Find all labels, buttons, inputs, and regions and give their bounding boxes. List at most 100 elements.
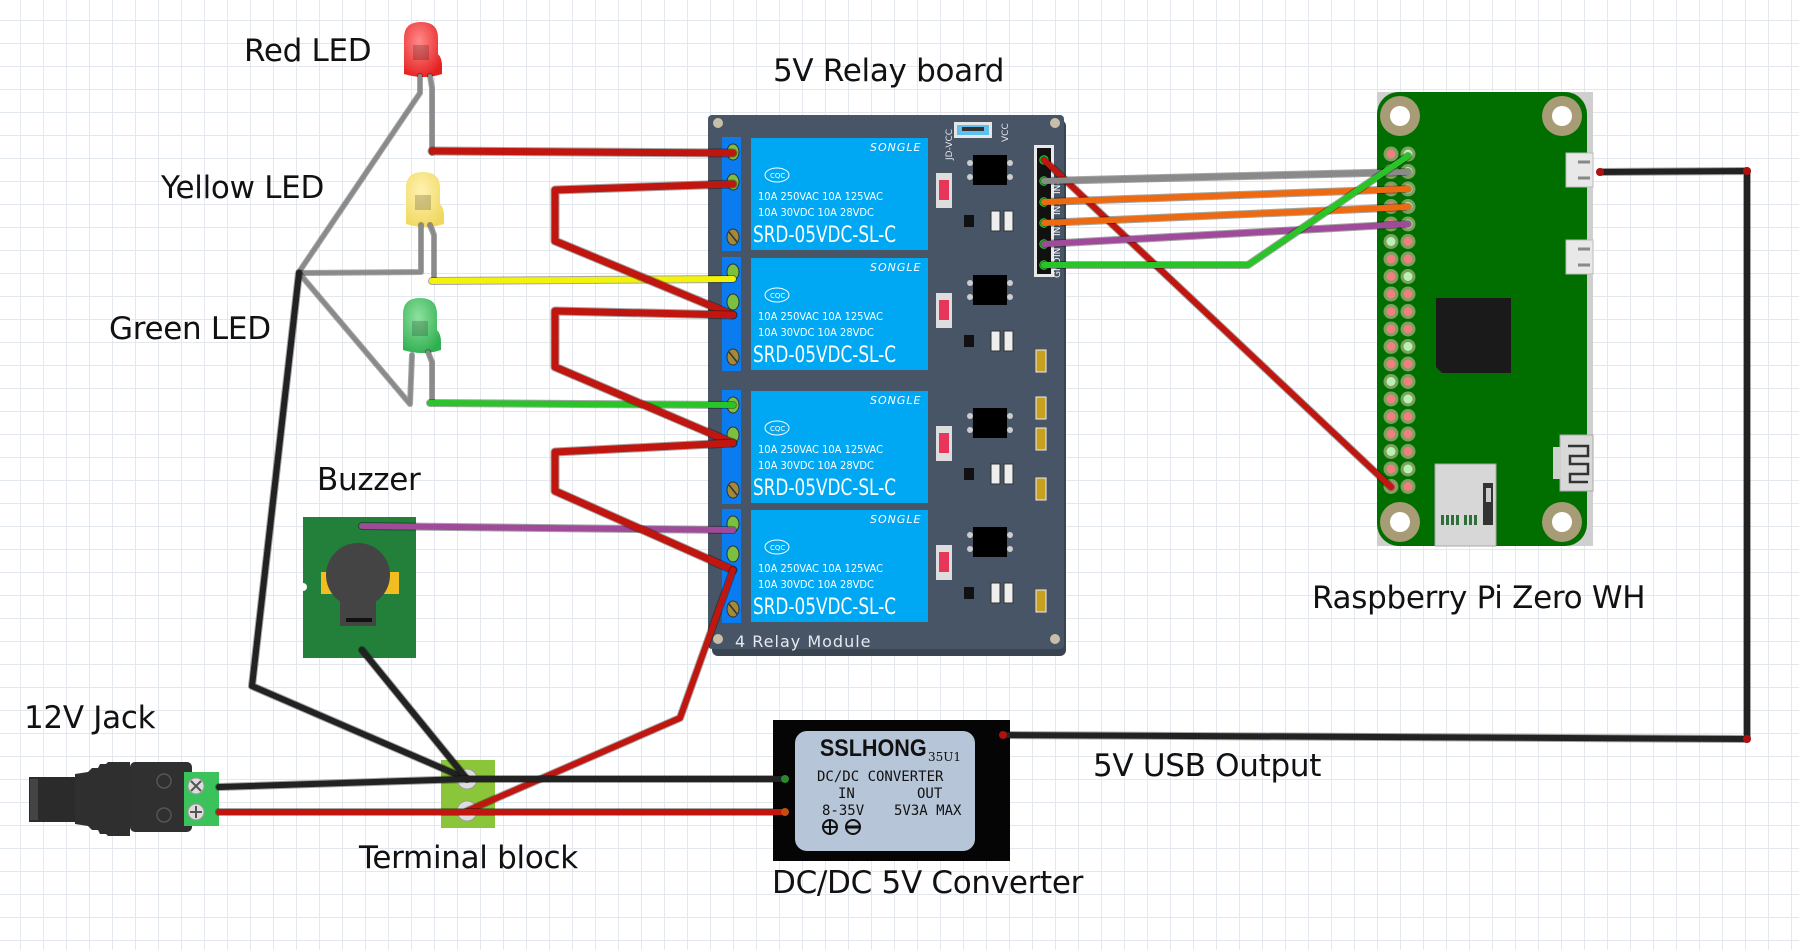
gpio-pin[interactable] (1386, 289, 1396, 299)
gpio-pin[interactable] (1386, 342, 1396, 351)
gpio-pin[interactable] (1403, 394, 1413, 404)
gpio-pin[interactable] (1403, 324, 1413, 334)
optocoupler-pin (967, 294, 973, 300)
gpio-pin[interactable] (1386, 307, 1396, 316)
wire-com-1-2[interactable] (551, 180, 737, 319)
wire-in1[interactable] (1041, 221, 1411, 247)
gpio-pin[interactable] (1403, 359, 1413, 369)
wire-in2[interactable] (1041, 204, 1411, 226)
gpio-pin[interactable] (1403, 254, 1413, 264)
buzzer-label: Buzzer (317, 462, 421, 498)
usb-output-label: 5V USB Output (1093, 748, 1322, 784)
relay-model: SRD-05VDC-SL-C (753, 595, 896, 620)
wire-com-3-4[interactable] (551, 439, 737, 574)
buzzer[interactable] (299, 517, 416, 658)
gpio-pin[interactable] (1386, 254, 1396, 264)
green-led-anode-leg[interactable] (426, 350, 434, 405)
cqc-mark-icon (764, 167, 790, 183)
gpio-pin[interactable] (1386, 324, 1396, 334)
green-led[interactable] (403, 298, 441, 353)
optocoupler (973, 408, 1007, 438)
wire-in4[interactable] (1041, 169, 1411, 184)
green-led-cathode-leg[interactable] (297, 271, 414, 406)
gpio-pin[interactable] (1386, 464, 1396, 474)
wire-red-led-relay1[interactable] (428, 147, 737, 157)
wire-com-2-3[interactable] (551, 307, 737, 447)
yellow-led[interactable] (406, 172, 444, 227)
wire-buzzer-relay4[interactable] (359, 523, 736, 533)
wire-in3[interactable] (1041, 186, 1411, 205)
gpio-pin[interactable] (1386, 429, 1396, 439)
gpio-pin[interactable] (1403, 237, 1413, 246)
indicator-led-lens (939, 300, 949, 320)
smd-resistor (990, 330, 1001, 352)
wire-usb-output[interactable] (1000, 168, 1750, 742)
mini-hdmi-port[interactable] (1553, 434, 1594, 492)
wire-endpoint[interactable] (781, 775, 789, 783)
gpio-pin[interactable] (1403, 464, 1413, 474)
gpio-pin[interactable] (1386, 272, 1396, 281)
red-led-anode-leg[interactable] (428, 74, 434, 155)
relay-body (751, 138, 928, 250)
relay-cert: CQC (770, 425, 785, 433)
optocoupler-pin (967, 280, 973, 286)
gpio-pin[interactable] (1403, 482, 1413, 491)
microsd-slot[interactable] (1434, 463, 1497, 547)
red-led-cathode-leg[interactable] (297, 74, 422, 274)
wire-bend-point[interactable] (1743, 167, 1751, 175)
wire-jack-negative[interactable] (216, 776, 788, 790)
dc-dc-converter[interactable]: SSLHONG 35U1 DC/DC CONVERTER IN OUT 8-35… (773, 720, 1010, 861)
wire-usb-output-outline (999, 167, 1751, 743)
converter-code: 35U1 (928, 750, 961, 764)
relay-board[interactable]: 4 Relay Module JD-VCC VCC IN4IN3IN2IN1GN… (708, 115, 1066, 656)
minus-symbol-icon (845, 819, 861, 835)
gpio-pin[interactable] (1386, 237, 1396, 246)
yellow-led-anode-leg[interactable] (428, 223, 436, 283)
gpio-pin[interactable] (1403, 412, 1413, 421)
gpio-pin[interactable] (1386, 377, 1396, 386)
raspberry-pi[interactable] (1377, 92, 1594, 547)
relay-model: SRD-05VDC-SL-C (753, 476, 896, 501)
gpio-pin[interactable] (1386, 359, 1396, 369)
red-led[interactable] (404, 22, 442, 77)
wire-bend-point[interactable] (1743, 735, 1751, 743)
wire-gnd[interactable] (1041, 153, 1411, 268)
gpio-pin[interactable] (1386, 412, 1396, 421)
plus-symbol-icon (822, 819, 838, 835)
gpio-pin[interactable] (1403, 447, 1413, 456)
dc-jack[interactable] (29, 762, 219, 836)
relay-rating-dc: 10A 30VDC 10A 28VDC (758, 206, 874, 219)
gpio-pin[interactable] (1403, 377, 1413, 386)
wire-endpoint[interactable] (999, 731, 1007, 739)
gpio-pin[interactable] (1403, 307, 1413, 316)
wire-yellow-led-relay2[interactable] (429, 276, 736, 284)
wire-endpoint[interactable] (781, 808, 789, 816)
gpio-pin[interactable] (1403, 272, 1413, 281)
wire-buzzer-ground[interactable] (359, 647, 470, 782)
wire-vcc-5v[interactable] (1041, 157, 1394, 490)
gpio-pin[interactable] (1403, 289, 1413, 299)
wire-led-ground[interactable] (249, 270, 470, 782)
wire-green-led-relay3[interactable] (427, 400, 736, 408)
optocoupler (973, 527, 1007, 557)
screw-terminal[interactable] (726, 293, 740, 311)
micro-usb-power-port[interactable] (1565, 152, 1594, 188)
relay-rating-dc: 10A 30VDC 10A 28VDC (758, 326, 874, 339)
optocoupler-pin (967, 427, 973, 433)
micro-usb-data-port[interactable] (1565, 239, 1594, 275)
gpio-pin[interactable] (1403, 342, 1413, 351)
wire-endpoint[interactable] (1596, 168, 1604, 176)
gpio-pin[interactable] (1403, 429, 1413, 439)
relay-brand: SONGLE (870, 261, 921, 274)
optocoupler-pin (967, 532, 973, 538)
gpio-pin[interactable] (1386, 447, 1396, 456)
gpio-pin[interactable] (1386, 149, 1396, 159)
gpio-pin[interactable] (1386, 394, 1396, 404)
yellow-led-cathode-leg[interactable] (297, 223, 423, 275)
screw-terminal[interactable] (726, 545, 740, 563)
wire-com-terminal-outline (463, 566, 737, 815)
